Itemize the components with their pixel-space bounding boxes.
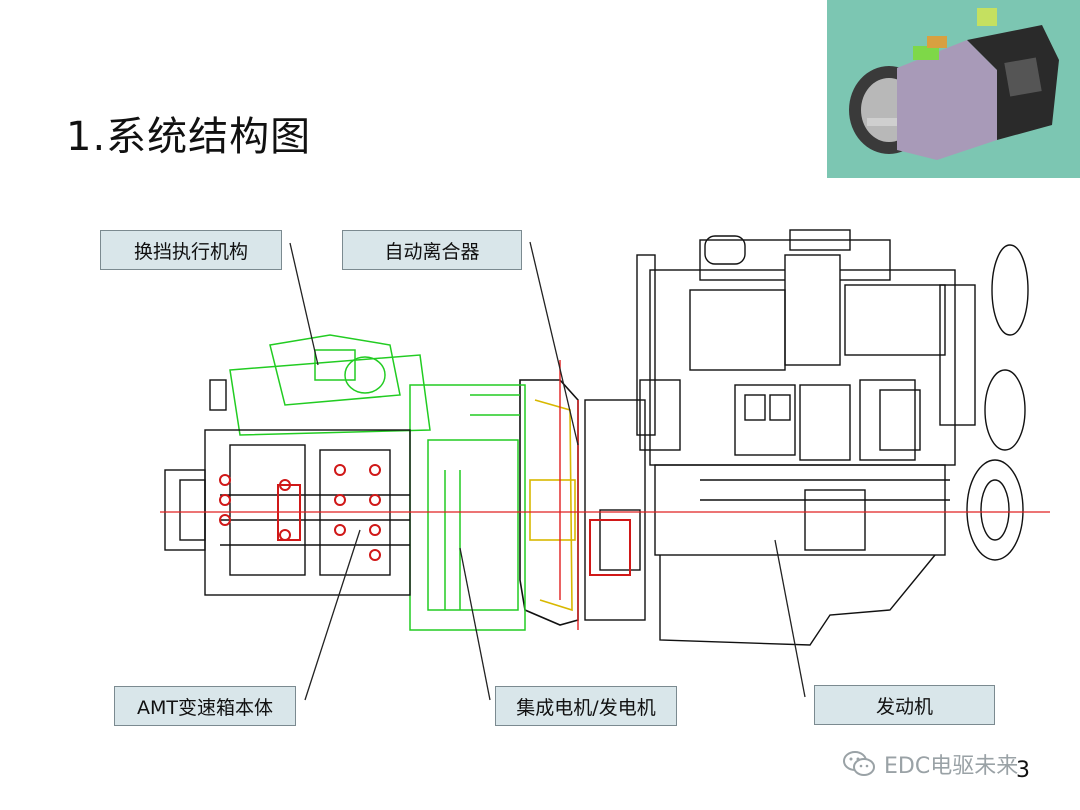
clutch-drawing: [519, 360, 579, 630]
page-title: 1.系统结构图: [66, 114, 312, 160]
callout-leaders: [289, 241, 806, 701]
assembly-3d-thumbnail: [827, 0, 1080, 178]
engine-drawing: [584, 229, 1029, 646]
watermark: EDC电驱未来: [842, 748, 1018, 780]
gearbox-drawing: [164, 379, 411, 596]
label-engine: 发动机: [814, 685, 995, 725]
watermark-text: EDC电驱未来: [884, 754, 1019, 779]
page-number: 3: [1016, 758, 1030, 783]
motor-drawing: [229, 334, 526, 631]
label-shift-actuator: 换挡执行机构: [100, 230, 282, 270]
wechat-icon: [843, 751, 875, 776]
label-integrated-motor: 集成电机/发电机: [495, 686, 677, 726]
label-amt-gearbox: AMT变速箱本体: [114, 686, 296, 726]
label-auto-clutch: 自动离合器: [342, 230, 522, 270]
